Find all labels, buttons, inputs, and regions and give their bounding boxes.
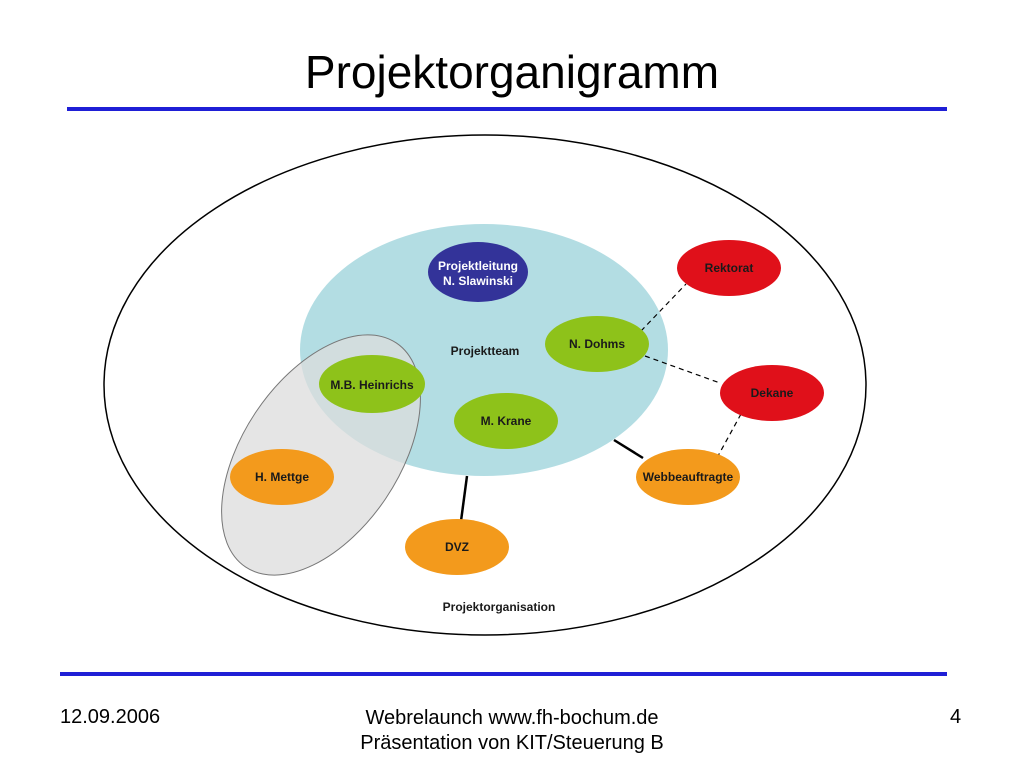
- projektleitung-label: Projektleitung: [438, 259, 518, 273]
- node-webbeauftragte: Webbeauftragte: [636, 449, 740, 505]
- projektteam-label: Projektteam: [451, 344, 520, 358]
- connector-dekane-webbeauftragte: [717, 413, 742, 457]
- bottom-divider: [60, 672, 947, 676]
- projektleitung-name: N. Slawinski: [443, 274, 513, 288]
- heinrichs-label: M.B. Heinrichs: [330, 378, 414, 392]
- connector-dohms-rektorat: [640, 283, 687, 332]
- webbeauftragte-label: Webbeauftragte: [643, 470, 734, 484]
- connector-team-webbeauftragte: [613, 438, 644, 460]
- footer-date: 12.09.2006: [60, 706, 161, 728]
- connector-team-dvz: [459, 475, 469, 522]
- dohms-label: N. Dohms: [569, 337, 625, 351]
- footer-center: Webrelaunch www.fh-bochum.de Präsentatio…: [312, 706, 712, 756]
- dekane-label: Dekane: [751, 386, 794, 400]
- node-rektorat: Rektorat: [677, 240, 781, 296]
- node-dohms: N. Dohms: [545, 316, 649, 372]
- projektorganisation-label: Projektorganisation: [443, 600, 556, 614]
- node-dekane: Dekane: [720, 365, 824, 421]
- footer-line-1: Webrelaunch www.fh-bochum.de: [365, 707, 659, 729]
- page-number: 4: [950, 706, 962, 728]
- krane-label: M. Krane: [481, 414, 532, 428]
- node-krane: M. Krane: [454, 393, 558, 449]
- slide-title: Projektorganigramm: [304, 46, 720, 98]
- footer-line-2: Präsentation von KIT/Steuerung B: [360, 732, 664, 754]
- node-dvz: DVZ: [405, 519, 509, 575]
- dvz-label: DVZ: [445, 540, 469, 554]
- mettge-label: H. Mettge: [255, 470, 309, 484]
- connector-dohms-dekane: [644, 355, 721, 384]
- node-mettge: H. Mettge: [230, 449, 334, 505]
- node-projektleitung: Projektleitung N. Slawinski: [428, 242, 528, 302]
- node-heinrichs: M.B. Heinrichs: [319, 355, 425, 413]
- rektorat-label: Rektorat: [705, 261, 754, 275]
- top-divider: [67, 107, 947, 111]
